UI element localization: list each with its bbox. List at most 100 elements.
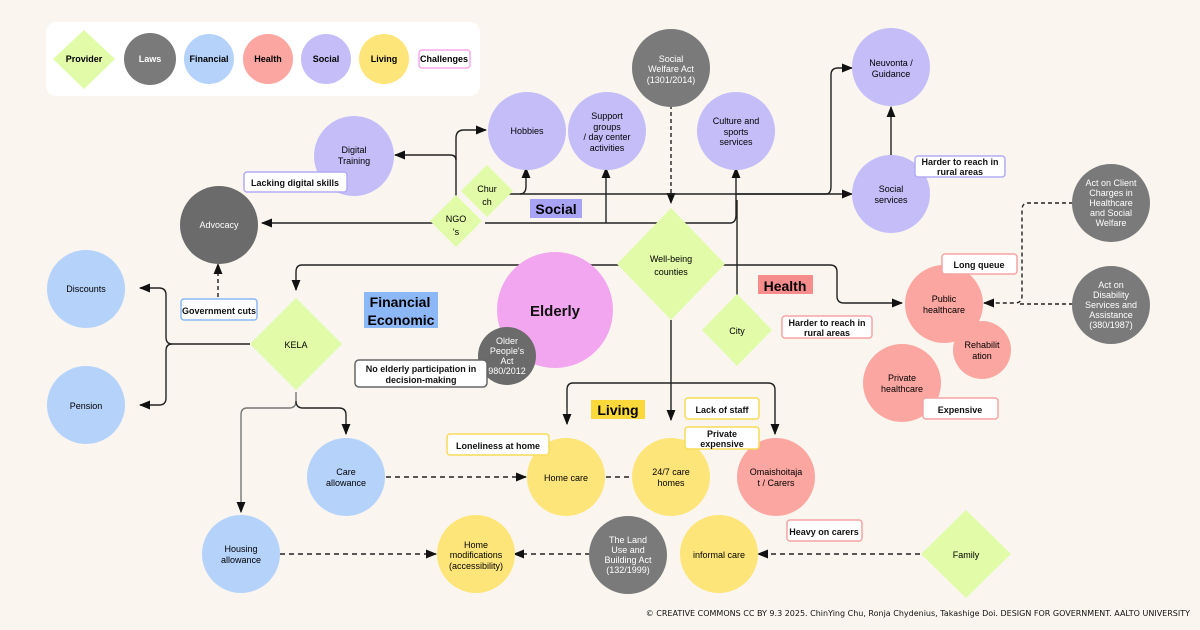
- node-act-client-charges-line1: Act on Client: [1085, 178, 1137, 188]
- node-neuvonta-line1: Neuvonta /: [869, 58, 913, 68]
- legend-laws-label: Laws: [139, 54, 162, 64]
- node-care-homes[interactable]: [632, 438, 710, 516]
- node-care-allowance[interactable]: [307, 438, 385, 516]
- node-church-line2: ch: [482, 197, 492, 207]
- node-neuvonta[interactable]: [852, 28, 930, 106]
- node-older-peoples-act-line4: 980/2012: [488, 366, 526, 376]
- node-digital-training-line2: Training: [338, 156, 370, 166]
- legend-social-label: Social: [313, 54, 340, 64]
- node-support-groups[interactable]: [568, 92, 646, 170]
- node-home-modifications[interactable]: [437, 515, 515, 593]
- node-public-healthcare[interactable]: [905, 265, 983, 343]
- node-act-client-charges-line3: Healthcare: [1089, 198, 1133, 208]
- node-older-peoples-act-line3: Act: [500, 356, 514, 366]
- node-home-modifications-line1: Home: [464, 540, 488, 550]
- connector-to-neuvonta: [736, 63, 854, 195]
- node-culture-sports[interactable]: [697, 92, 775, 170]
- node-private-healthcare-line2: healthcare: [881, 384, 923, 394]
- law-nodes: Social Welfare Act (1301/2014) Advocacy …: [180, 29, 1150, 594]
- node-discounts-label: Discounts: [66, 284, 106, 294]
- node-act-disability[interactable]: [1072, 266, 1150, 344]
- connector-wellbeing-kela: [291, 264, 620, 292]
- node-omaishoitajat[interactable]: [737, 438, 815, 516]
- node-ngos[interactable]: [430, 195, 482, 247]
- node-city[interactable]: [702, 294, 772, 366]
- connector-omaishoitajat: [671, 382, 780, 436]
- node-private-healthcare[interactable]: [863, 344, 941, 422]
- challenge-harder-rural-social: [914, 155, 1006, 178]
- health-nodes: Public healthcare Rehabilit ation Privat…: [737, 265, 1011, 516]
- social-nodes: Digital Training Hobbies Support groups …: [314, 28, 930, 233]
- node-land-use-act[interactable]: [589, 516, 667, 594]
- node-rehabilitation-line1: Rehabilit: [964, 340, 1000, 350]
- challenge-lack-of-staff-text: Lack of staff: [695, 405, 749, 415]
- node-informal-care[interactable]: [680, 515, 758, 593]
- financial-nodes: Discounts Pension Care allowance Housing…: [47, 250, 385, 593]
- node-pension-label: Pension: [70, 401, 103, 411]
- node-act-disability-line2: Disability: [1093, 290, 1130, 300]
- node-city-label: City: [729, 326, 745, 336]
- node-older-peoples-act[interactable]: [478, 327, 536, 385]
- node-well-being-counties-line2: counties: [654, 267, 688, 277]
- node-culture-sports-line3: services: [719, 137, 753, 147]
- node-care-homes-line2: homes: [657, 478, 685, 488]
- node-culture-sports-line2: sports: [724, 127, 749, 137]
- node-hobbies[interactable]: [488, 92, 566, 170]
- challenge-harder-rural-social-line2: rural areas: [937, 167, 983, 177]
- category-financial-line1: Financial: [370, 294, 431, 310]
- living-nodes: Home care 24/7 care homes Home modificat…: [437, 438, 758, 593]
- node-act-disability-line4: Assistance: [1089, 310, 1133, 320]
- legend-living-shape: [359, 34, 409, 84]
- node-culture-sports-line1: Culture and: [713, 116, 760, 126]
- node-social-welfare-act-line2: Welfare Act: [648, 64, 694, 74]
- connector-acts-public-health: [982, 202, 1073, 308]
- challenge-long-queue: [941, 253, 1018, 275]
- node-informal-care-label: informal care: [693, 550, 745, 560]
- node-pension[interactable]: [47, 366, 125, 444]
- node-family[interactable]: [921, 510, 1011, 598]
- node-well-being-counties[interactable]: [617, 208, 725, 320]
- node-digital-training-line1: Digital: [341, 145, 366, 155]
- node-social-services-line1: Social: [879, 184, 904, 194]
- node-church-line1: Chur: [477, 184, 497, 194]
- node-older-peoples-act-line2: People's: [490, 346, 525, 356]
- node-home-care[interactable]: [527, 438, 605, 516]
- node-act-disability-line3: Services and: [1085, 300, 1137, 310]
- node-advocacy[interactable]: [180, 186, 258, 264]
- node-housing-allowance[interactable]: [202, 515, 280, 593]
- challenge-government-cuts: [180, 298, 258, 321]
- challenge-private-expensive: [684, 426, 760, 450]
- node-home-modifications-line3: (accessibility): [449, 561, 503, 571]
- node-act-client-charges-line4: and Social: [1090, 208, 1132, 218]
- node-kela-label: KELA: [284, 340, 307, 350]
- node-land-use-act-line1: The Land: [609, 535, 647, 545]
- node-support-groups-line3: / day center: [583, 132, 630, 142]
- copyright-footer: © CREATIVE COMMONS CC BY 9.3 2025. ChinY…: [645, 609, 1190, 618]
- challenge-long-queue-text: Long queue: [954, 260, 1005, 270]
- challenge-expensive: [922, 397, 999, 420]
- node-home-care-label: Home care: [544, 473, 588, 483]
- connector-ngo-culture: [485, 166, 741, 224]
- challenge-lack-of-staff: [684, 397, 760, 420]
- connector-wellbeing-public-health: [722, 264, 904, 308]
- node-care-allowance-line1: Care: [336, 467, 356, 477]
- node-act-client-charges-line2: Charges in: [1089, 188, 1133, 198]
- node-rehabilitation[interactable]: [953, 321, 1011, 379]
- node-kela[interactable]: [250, 298, 342, 390]
- challenge-loneliness-at-home: [446, 433, 550, 456]
- node-discounts[interactable]: [47, 250, 125, 328]
- node-elderly-label: Elderly: [530, 303, 581, 320]
- node-support-groups-line1: Support: [591, 111, 623, 121]
- node-social-services[interactable]: [852, 155, 930, 233]
- node-social-welfare-act[interactable]: [632, 29, 710, 107]
- node-family-label: Family: [953, 550, 980, 560]
- node-land-use-act-line2: Use and: [611, 545, 645, 555]
- challenge-government-cuts-text: Government cuts: [182, 306, 256, 316]
- node-support-groups-line4: activities: [590, 143, 625, 153]
- node-neuvonta-line2: Guidance: [872, 69, 911, 79]
- node-care-homes-line1: 24/7 care: [652, 467, 690, 477]
- node-church[interactable]: [461, 165, 513, 217]
- node-act-client-charges[interactable]: [1072, 164, 1150, 242]
- node-advocacy-label: Advocacy: [199, 220, 239, 230]
